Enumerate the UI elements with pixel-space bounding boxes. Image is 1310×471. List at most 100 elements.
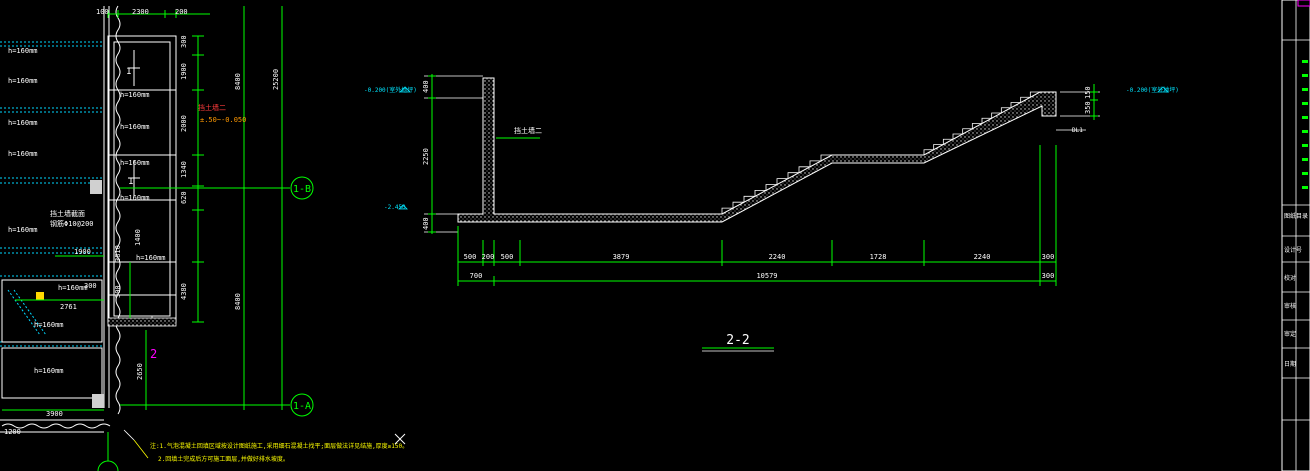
room-height-label: h=160mm — [8, 150, 38, 158]
title-block-row: 审核 — [1284, 302, 1296, 310]
vert-dim: 2000 — [180, 115, 188, 132]
title-block-row: 图纸目录 — [1284, 212, 1308, 220]
vert-dim: 8400 — [234, 293, 242, 310]
plan-anno-wall: 挡土墙截面 — [50, 209, 85, 218]
vert-dim: 2650 — [136, 363, 144, 380]
plan-view: 1-B 1-A h=160mm h=160mm h=160mm h=160mm … — [0, 5, 408, 471]
axis-bubble-1a: 1-A — [290, 393, 314, 417]
column-marker — [36, 292, 44, 300]
section-dim: 10579 — [756, 272, 777, 280]
level-low: -2.450 — [384, 204, 406, 211]
vert-dim: 1400 — [134, 229, 142, 246]
cursor-crosshair-icon — [394, 433, 406, 445]
section-dim: 200 — [482, 253, 495, 261]
room-height-label: h=160mm — [34, 367, 64, 375]
vert-dim: 1340 — [180, 161, 188, 178]
room-height-label: h=160mm — [8, 119, 38, 127]
axis-bubble-1b: 1-B — [290, 176, 314, 200]
inner-height-label: h=160mm — [120, 91, 150, 99]
title-block: 图纸目录 设计号 校对 审核 审定 日期 — [1281, 0, 1310, 471]
section-right-tag: DL1 — [1072, 127, 1083, 134]
section-dim: 500 — [464, 253, 477, 261]
section-level-marks — [398, 86, 1169, 210]
small-dim: 3810 — [114, 245, 122, 262]
plan-wavy-wall — [115, 5, 121, 415]
section-vert-dim: 150 — [1084, 86, 1092, 99]
vert-dim: 4380 — [180, 283, 188, 300]
section-vert-dims: 400 2250 400 150 350 — [422, 80, 1092, 230]
small-dim: 1200 — [4, 428, 21, 436]
section-mark-1: 1 — [126, 67, 131, 77]
section-dim: 1728 — [870, 253, 887, 261]
room-height-label: h=160mm — [8, 47, 38, 55]
inner-height-label: h=160mm — [136, 254, 166, 262]
small-dim: 3900 — [46, 410, 63, 418]
column-marker — [92, 394, 104, 408]
title-block-row: 校对 — [1284, 274, 1296, 282]
room-height-label: h=160mm — [34, 321, 64, 329]
plan-room-labels: h=160mm h=160mm h=160mm h=160mm h=160mm … — [8, 47, 166, 375]
section-dim: 300 — [1042, 253, 1055, 261]
plan-stair-tube — [107, 35, 177, 323]
room-height-label: h=160mm — [8, 226, 38, 234]
top-dim: 2300 — [132, 8, 149, 16]
title-block-row: 设计号 — [1284, 246, 1302, 254]
small-dim: 2761 — [60, 303, 77, 311]
section-vert-dim: 400 — [422, 80, 430, 93]
vert-dim: 300 — [114, 285, 122, 298]
section-level-lines — [424, 75, 1100, 233]
section-dim-lines — [428, 74, 1098, 286]
section-vert-dim: 350 — [1084, 101, 1092, 114]
vert-dim: 1900 — [180, 63, 188, 80]
section-wall-label: 挡土墙二 — [514, 126, 542, 135]
title-block-row: 审定 — [1284, 330, 1296, 338]
axis-label-1a: 1-A — [293, 401, 311, 412]
plan-dim-labels: 100 2300 200 300 1900 2000 1340 620 1400… — [4, 8, 280, 436]
section-dim: 2240 — [769, 253, 786, 261]
small-dim: 1900 — [74, 248, 91, 256]
stair-step-profile — [923, 91, 1040, 155]
section-dim: 2240 — [974, 253, 991, 261]
section-dim: 300 — [1042, 272, 1055, 280]
section-dim: 500 — [501, 253, 514, 261]
section-stair-steps-high — [923, 91, 1040, 155]
section-dim: 3879 — [613, 253, 630, 261]
section-dim: 700 — [470, 272, 483, 280]
inner-height-label: h=160mm — [120, 194, 150, 202]
top-dim: 100 — [96, 8, 109, 16]
vert-dim: 8400 — [234, 73, 242, 90]
inner-height-label: h=160mm — [120, 123, 150, 131]
level-right: -0.200(室外地坪) — [1126, 86, 1179, 94]
section-2-2: -0.200(室外地坪) -0.200(室外地坪) -2.450 挡土墙二 DL… — [364, 74, 1179, 352]
plan-footnote-2: 2.回填土完成后方可施工面层,并做好排水坡度。 — [158, 455, 289, 463]
section-vert-dim: 2250 — [422, 148, 430, 165]
plan-anno-wall-sub: 钢筋Φ10@200 — [50, 219, 94, 228]
room-height-label: h=160mm — [58, 284, 88, 292]
vert-dim: 300 — [180, 35, 188, 48]
small-dim: 300 — [84, 282, 97, 290]
room-height-label: h=160mm — [8, 77, 38, 85]
plan-stair-infill — [107, 316, 177, 327]
section-concrete-body — [457, 77, 1057, 223]
section-title: 2-2 — [726, 333, 749, 348]
level-left: -0.200(室外地坪) — [364, 86, 417, 94]
axis-bubble-bottom — [97, 460, 119, 471]
plan-footnote-1: 注:1.气泡混凝土回填区域按设计图纸施工,采用细石混凝土找平;面层做法详见结施,… — [150, 442, 408, 450]
column-marker — [90, 180, 102, 194]
plan-mark-2: 2 — [150, 347, 157, 361]
plan-orange-note: ±.50~-0.050 — [200, 116, 246, 124]
section-vert-dim: 400 — [422, 217, 430, 230]
vert-dim: 620 — [180, 191, 188, 204]
section-stair-steps-low — [721, 154, 832, 214]
title-block-row: 日期 — [1284, 360, 1296, 368]
section-horiz-dims: 500 200 500 3879 2240 1728 2240 300 700 … — [464, 253, 1055, 280]
stair-step-profile — [721, 154, 832, 214]
vert-dim: 25200 — [272, 69, 280, 90]
plan-rooms — [0, 6, 110, 433]
top-dim: 200 — [175, 8, 188, 16]
section-mark-1b: 1 — [128, 177, 133, 187]
axis-label-1b: 1-B — [293, 184, 311, 195]
inner-height-label: h=160mm — [120, 159, 150, 167]
plan-wavy-bottom — [1, 423, 111, 429]
